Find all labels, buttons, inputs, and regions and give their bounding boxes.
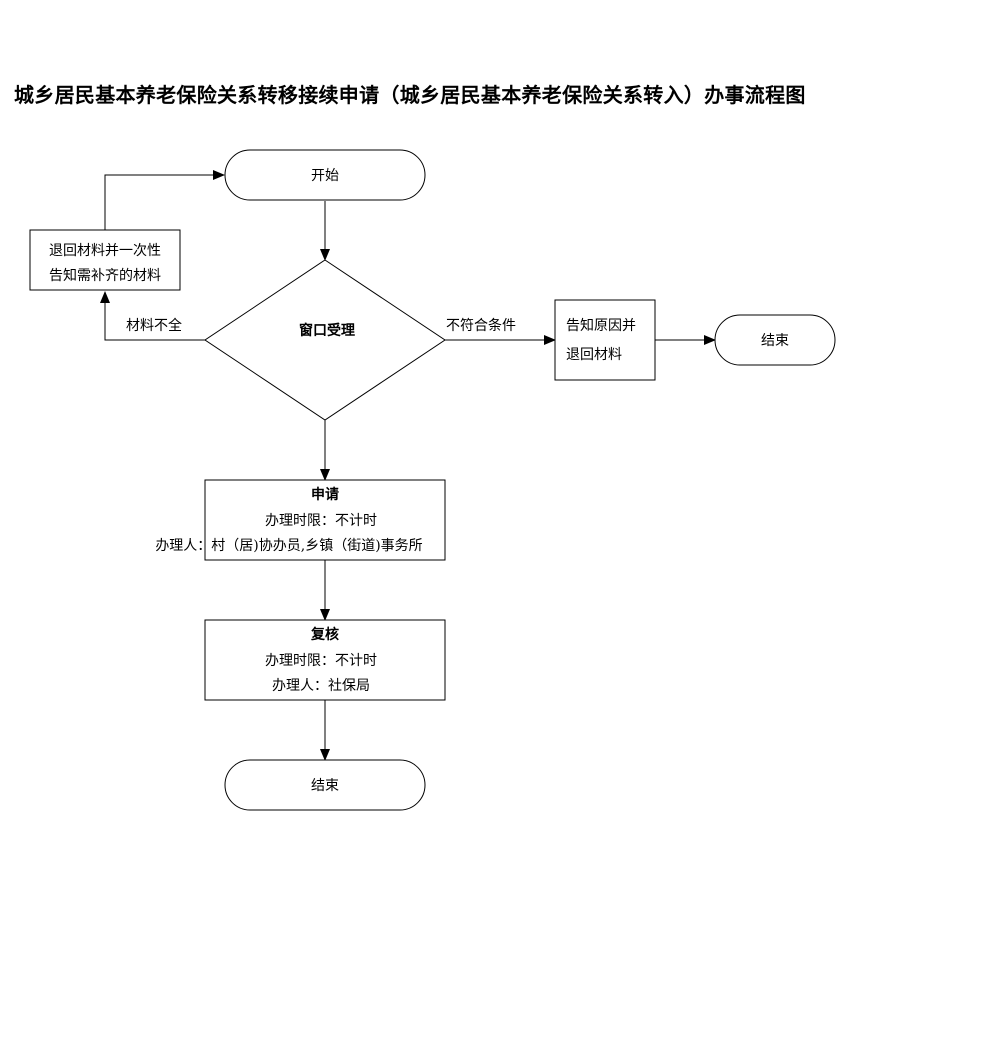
notify-return-line-2: 退回材料 [566,347,622,363]
page-title: 城乡居民基本养老保险关系转移接续申请（城乡居民基本养老保险关系转入）办事流程图 [14,83,806,107]
edge-window-to-return-supplement [100,291,205,341]
end-node-right-label: 结束 [761,333,789,349]
apply-time-limit: 办理时限：不计时 [265,513,377,529]
end-node-bottom: 结束 [224,759,426,811]
end-node-bottom-label: 结束 [311,778,339,794]
edge-label-not-qualified: 不符合条件 [446,317,516,334]
notify-return-node: 告知原因并 退回材料 [554,299,656,381]
start-node-label: 开始 [311,168,339,184]
review-handler: 办理人：社保局 [272,678,370,694]
end-node-right: 结束 [714,314,836,366]
review-time-limit: 办理时限：不计时 [265,653,377,669]
apply-node: 申请 办理时限：不计时 办理人：村（居)协办员,乡镇（街道)事务所 [155,479,446,561]
review-title: 复核 [310,626,339,643]
apply-handler: 办理人：村（居)协办员,乡镇（街道)事务所 [155,538,422,554]
notify-return-line-1: 告知原因并 [566,317,636,334]
return-supplement-node: 退回材料并一次性 告知需补齐的材料 [29,229,181,291]
window-accept-label: 窗口受理 [299,322,355,339]
edge-label-incomplete: 材料不全 [126,317,182,334]
start-node: 开始 [224,149,426,201]
return-supplement-line-2: 告知需补齐的材料 [49,267,161,284]
return-supplement-line-1: 退回材料并一次性 [49,243,161,259]
edge-return-supplement-to-start [104,170,225,230]
review-node: 复核 办理时限：不计时 办理人：社保局 [204,619,446,701]
apply-title: 申请 [311,486,339,503]
window-accept-decision: 窗口受理 [204,259,446,421]
